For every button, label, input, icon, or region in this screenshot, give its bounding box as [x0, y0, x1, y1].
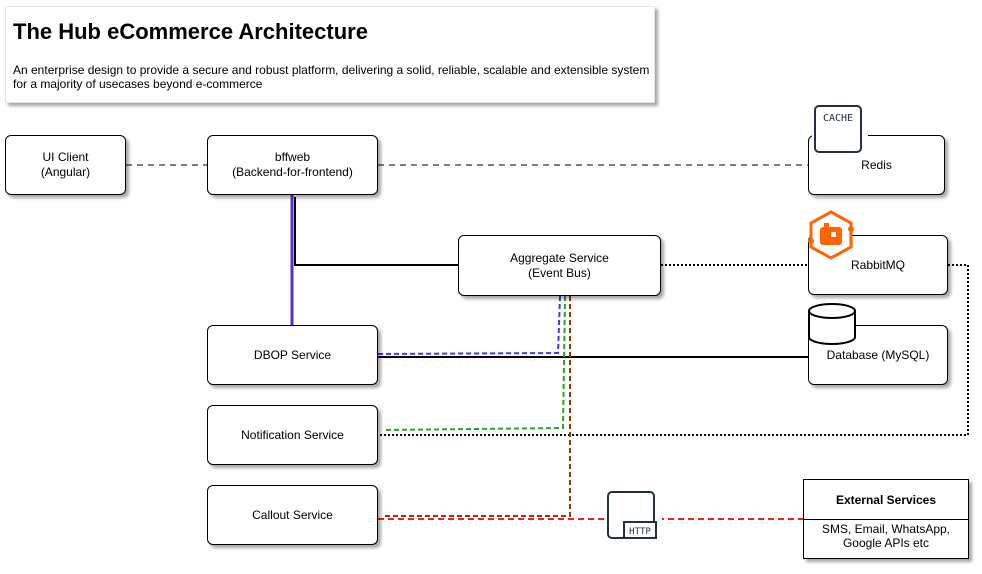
diagram-description: An enterprise design to provide a secure… — [13, 63, 650, 91]
edge-aggregate-callout — [384, 296, 571, 517]
http-icon: HTTP — [604, 488, 662, 544]
node-database-label: Database (MySQL) — [826, 347, 930, 362]
edge-rabbitmq-notification — [378, 264, 969, 436]
node-callout-service[interactable]: Callout Service — [207, 485, 378, 545]
node-notification-label: Notification Service — [241, 427, 344, 442]
title-panel: The Hub eCommerce Architecture An enterp… — [5, 6, 655, 103]
node-aggregate-label: Aggregate Service (Event Bus) — [510, 250, 609, 280]
node-bffweb[interactable]: bffweb (Backend-for-frontend) — [207, 135, 378, 195]
edge-bffweb-aggregate — [294, 197, 458, 266]
edge-aggregate-dbop — [377, 295, 561, 355]
node-dbop-service[interactable]: DBOP Service — [207, 325, 378, 385]
node-notification-service[interactable]: Notification Service — [207, 405, 378, 465]
node-dbop-label: DBOP Service — [253, 347, 332, 362]
edge-aggregate-notification — [383, 295, 566, 431]
node-rabbitmq-label: RabbitMQ — [850, 257, 906, 272]
node-external-services[interactable]: External Services SMS, Email, WhatsApp, … — [803, 479, 969, 559]
node-redis-label: Redis — [861, 157, 892, 172]
node-aggregate-service[interactable]: Aggregate Service (Event Bus) — [458, 235, 661, 296]
rabbitmq-icon — [808, 210, 854, 260]
node-bffweb-label: bffweb (Backend-for-frontend) — [232, 150, 353, 179]
node-callout-label: Callout Service — [252, 507, 333, 522]
cache-icon: CACHE — [812, 103, 868, 155]
node-ui-client[interactable]: UI Client (Angular) — [5, 135, 126, 195]
external-services-body: SMS, Email, WhatsApp, Google APIs etc — [821, 522, 951, 550]
http-icon-label: HTTP — [629, 527, 651, 537]
node-ui-client-label: UI Client (Angular) — [40, 150, 91, 179]
cache-icon-label: CACHE — [823, 113, 853, 124]
external-services-header: External Services — [804, 480, 968, 520]
diagram-title: The Hub eCommerce Architecture — [13, 19, 368, 44]
database-icon — [808, 303, 856, 345]
